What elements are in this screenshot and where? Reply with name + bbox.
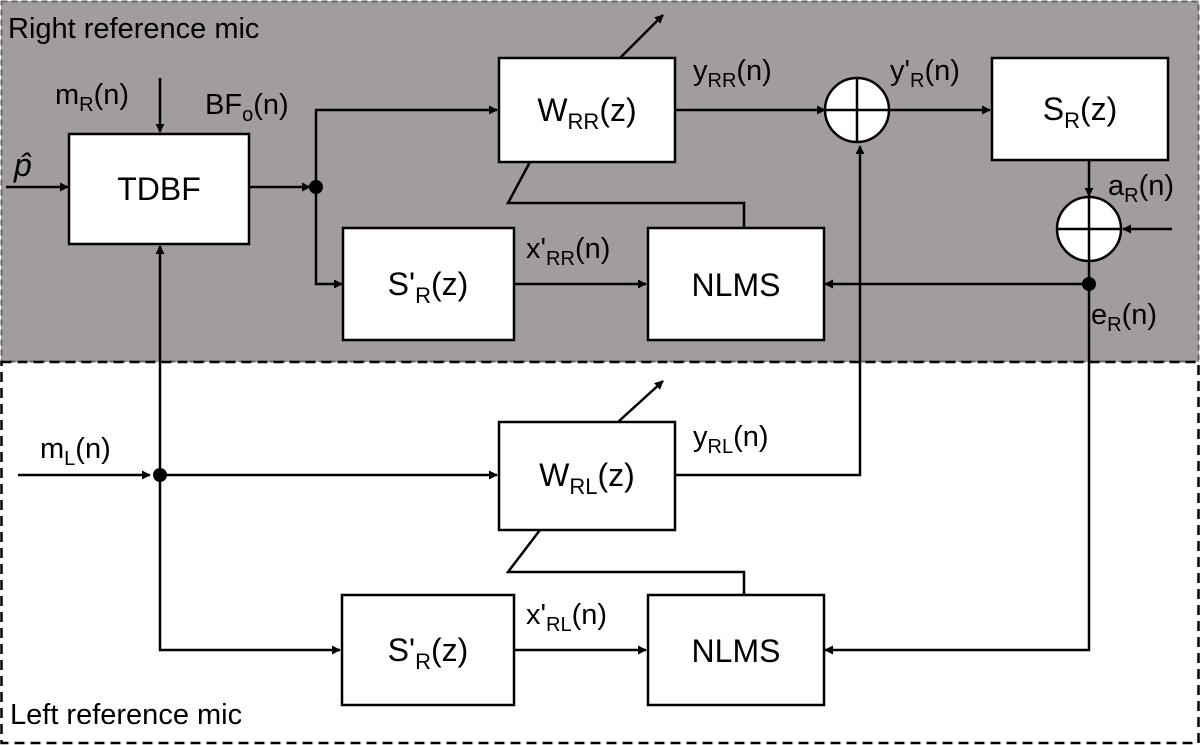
w-rr-filter-block: WRR(z) — [497, 56, 677, 164]
tdbf-block: TDBF — [67, 132, 251, 246]
nlms-bottom-label: NLMS — [692, 633, 781, 669]
s-prime-bottom-label: S'R(z) — [388, 632, 469, 674]
tdbf-label: TDBF — [117, 171, 201, 207]
bf-o-label: BFo(n) — [205, 89, 289, 126]
s-r-path-block: SR(z) — [990, 56, 1170, 162]
nlms-bottom-block: NLMS — [646, 593, 826, 707]
ml-junction-dot — [153, 468, 167, 482]
s-r-label: SR(z) — [1043, 91, 1118, 133]
s-prime-top-label: S'R(z) — [388, 266, 469, 308]
left-mic-region-border — [0, 360, 1200, 745]
s-prime-r-top-block: S'R(z) — [341, 226, 516, 342]
w-rl-label: WRL(z) — [539, 457, 635, 499]
summing-junction-top — [823, 76, 891, 144]
right-region-label: Right reference mic — [8, 13, 259, 45]
s-prime-r-bottom-block: S'R(z) — [340, 593, 516, 707]
bf-junction-dot — [309, 180, 323, 194]
m-l-label: mL(n) — [40, 433, 111, 470]
y-prime-r-label: y'R(n) — [890, 55, 960, 92]
signal-wires — [6, 14, 1172, 655]
summing-junction-right — [1055, 195, 1123, 263]
p-hat-label: p̂ — [13, 147, 32, 183]
y-rl-label: yRL(n) — [693, 421, 769, 458]
left-region-label: Left reference mic — [10, 699, 242, 731]
w-rl-filter-block: WRL(z) — [497, 420, 677, 532]
y-rr-label: yRR(n) — [693, 55, 772, 92]
x-prime-rl-label: x'RL(n) — [526, 599, 607, 636]
w-rr-label: WRR(z) — [537, 92, 636, 134]
m-r-label: mR(n) — [55, 79, 129, 116]
a-r-label: aR(n) — [1108, 170, 1174, 207]
nlms-top-block: NLMS — [646, 226, 826, 342]
x-prime-rr-label: x'RR(n) — [526, 233, 610, 270]
er-junction-dot — [1082, 277, 1096, 291]
nlms-top-label: NLMS — [692, 267, 781, 303]
e-r-label: eR(n) — [1091, 299, 1157, 336]
left-mic-region — [1, 362, 1199, 743]
